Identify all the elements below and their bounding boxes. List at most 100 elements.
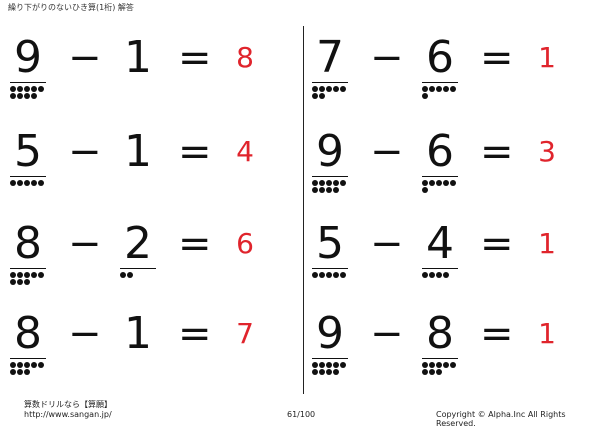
counting-dot [340,86,346,92]
equals-sign: = [480,221,514,267]
minus-sign: − [370,129,404,175]
counting-dot [450,86,456,92]
counting-dot [443,86,449,92]
counting-dot [443,362,449,368]
counting-dot [31,180,37,186]
counting-dot [443,272,449,278]
counting-dot [17,180,23,186]
counting-dot [450,180,456,186]
copyright: Copyright © Alpha.Inc All Rights Reserve… [436,410,566,428]
page-number: 61/100 [287,410,316,419]
subtrahend: 6 [426,126,454,177]
subtrahend: 1 [124,32,152,83]
counting-dot [326,180,332,186]
counting-dot [422,180,428,186]
equals-sign: = [480,129,514,175]
problem-7: 5−4=1 [310,222,590,292]
counting-dot [31,362,37,368]
counting-dot [17,86,23,92]
counting-dot [17,93,23,99]
problem-3: 8−2=6 [8,222,288,292]
equals-sign: = [480,311,514,357]
counting-dot [10,86,16,92]
minuend: 5 [316,218,344,269]
counting-dot [422,187,428,193]
counting-dot [319,369,325,375]
counting-dot [319,272,325,278]
minuend: 9 [316,126,344,177]
counting-dot [24,362,30,368]
counting-dot [436,180,442,186]
counting-dot [319,187,325,193]
counting-dot [312,187,318,193]
minuend-underline [10,358,46,359]
answer: 4 [236,135,254,168]
counting-dot [443,180,449,186]
subtrahend: 1 [124,308,152,359]
counting-dot [319,362,325,368]
counting-dot [38,362,44,368]
counting-dot [17,279,23,285]
counting-dot [326,187,332,193]
counting-dot [333,86,339,92]
counting-dot [333,362,339,368]
subtrahend-underline [422,82,458,83]
counting-dot [333,187,339,193]
page-title: 繰り下がりのないひき算(1桁) 解答 [8,3,134,12]
counting-dot [326,272,332,278]
counting-dot [312,369,318,375]
minuend-underline [312,82,348,83]
answer: 1 [538,227,556,260]
footer-site-name: 算数ドリルなら【算願】 [24,400,112,409]
equals-sign: = [178,311,212,357]
answer: 1 [538,41,556,74]
problem-6: 9−6=3 [310,130,590,200]
counting-dot [312,272,318,278]
answer: 3 [538,135,556,168]
counting-dot [312,93,318,99]
subtrahend: 2 [124,218,152,269]
counting-dot [340,180,346,186]
subtrahend-underline [422,176,458,177]
problem-8: 9−8=1 [310,312,590,382]
problem-2: 5−1=4 [8,130,288,200]
equals-sign: = [178,221,212,267]
counting-dot [24,272,30,278]
counting-dot [38,272,44,278]
minuend-underline [10,176,46,177]
counting-dot [24,93,30,99]
minuend: 8 [14,308,42,359]
counting-dot [31,93,37,99]
counting-dot [38,86,44,92]
subtrahend-underline [120,268,156,269]
equals-sign: = [178,35,212,81]
counting-dot [10,93,16,99]
counting-dot [340,272,346,278]
minus-sign: − [68,129,102,175]
counting-dot [10,362,16,368]
counting-dot [429,180,435,186]
answer: 6 [236,227,254,260]
counting-dot [429,369,435,375]
minuend-underline [312,358,348,359]
minus-sign: − [68,311,102,357]
minuend-underline [10,82,46,83]
counting-dot [120,272,126,278]
minuend-underline [312,176,348,177]
counting-dot [10,369,16,375]
problem-1: 9−1=8 [8,36,288,106]
problem-5: 7−6=1 [310,36,590,106]
minuend: 8 [14,218,42,269]
counting-dot [333,180,339,186]
counting-dot [312,86,318,92]
column-divider [303,26,304,394]
subtrahend: 4 [426,218,454,269]
footer-url[interactable]: http://www.sangan.jp/ [24,410,112,419]
minuend-underline [312,268,348,269]
minuend: 7 [316,32,344,83]
counting-dot [333,272,339,278]
subtrahend: 6 [426,32,454,83]
subtrahend: 8 [426,308,454,359]
counting-dot [319,86,325,92]
counting-dot [10,279,16,285]
